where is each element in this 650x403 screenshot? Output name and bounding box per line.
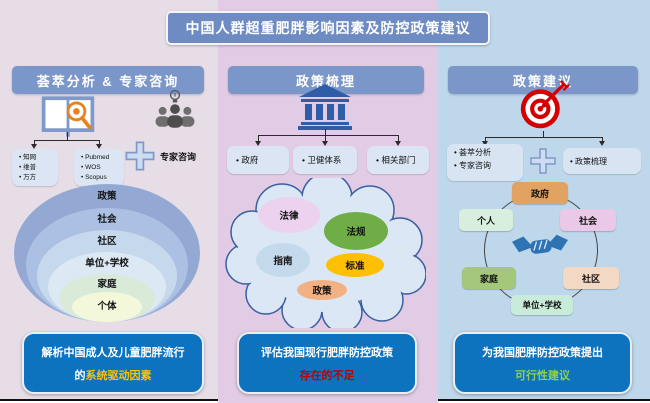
connector-line: [34, 140, 100, 141]
connector-line: [258, 135, 259, 141]
connector-line: [34, 140, 35, 144]
people-lightbulb-icon: [155, 89, 195, 128]
connector-line: [325, 129, 326, 136]
book-search-icon: [41, 96, 95, 137]
arrow-down-icon: [96, 144, 102, 149]
arrow-down-icon: [394, 141, 401, 146]
arrow-down-icon: [321, 141, 328, 146]
policy-source-health-system: 卫健体系: [293, 146, 357, 174]
connector-line: [325, 135, 326, 141]
conclusion-box-middle: 评估我国现行肥胖防控政策 存在的不足: [237, 332, 417, 394]
connector-line: [258, 135, 399, 136]
arrow-down-icon: [254, 141, 261, 146]
conclusion-box-left: 解析中国成人及儿童肥胖流行 的系统驱动因素: [22, 332, 204, 394]
list-item: 相关部门: [367, 154, 415, 166]
list-item: Scopus: [74, 173, 124, 183]
plus-icon: [530, 148, 556, 174]
cloud-item-policy: 政策: [297, 280, 347, 300]
policy-source-related-departments: 相关部门: [367, 146, 429, 174]
connector-line: [67, 132, 68, 141]
list-item: 万方: [12, 173, 58, 183]
plus-icon: [125, 141, 155, 171]
connector-line: [543, 131, 544, 138]
page-title: 中国人群超重肥胖影响因素及防控政策建议: [166, 11, 490, 45]
conclusion-line1: 评估我国现行肥胖防控政策: [261, 346, 393, 359]
input-box-policy-review: 政策梳理: [563, 148, 641, 174]
connector-line: [485, 137, 486, 142]
arrow-down-icon: [598, 141, 605, 146]
list-item: 政策梳理: [563, 156, 607, 167]
connector-line: [398, 135, 399, 141]
list-item: 卫健体系: [293, 154, 341, 166]
bank-icon: [298, 84, 352, 130]
conclusion-box-right: 为我国肥胖防控政策提出 可行性建议: [453, 332, 632, 394]
cloud-shape: [225, 178, 426, 328]
cloud-item-guidelines: 指南: [256, 243, 310, 277]
handshake-icon: [512, 234, 568, 254]
list-item: 政府: [227, 154, 258, 166]
section-header-meta-analysis: 荟萃分析 & 专家咨询: [12, 66, 204, 94]
conclusion-highlight: 可行性建议: [515, 369, 570, 382]
list-item: 知网: [12, 153, 58, 163]
list-item: 荟萃分析: [447, 147, 523, 160]
cycle-item-government: 政府: [512, 182, 568, 204]
conclusion-highlight: 存在的不足: [299, 369, 355, 382]
cycle-item-community: 社区: [563, 267, 619, 289]
international-database-list: Pubmed WOS Scopus: [74, 149, 124, 186]
ring-label: 个体: [97, 301, 117, 312]
cloud-item-regulations: 法规: [324, 212, 388, 250]
target-dart-icon: [520, 80, 570, 129]
list-item: 专家咨询: [447, 160, 523, 173]
arrow-down-icon: [481, 141, 488, 146]
conclusion-prefix: 的: [74, 369, 86, 382]
connector-line: [99, 140, 100, 144]
list-item: WOS: [74, 163, 124, 173]
ring-label: 社会: [97, 214, 117, 225]
chinese-database-list: 知网 维普 万方: [12, 149, 58, 186]
arrow-down-icon: [31, 144, 37, 149]
connector-line: [485, 137, 603, 138]
conclusion-highlight: 系统驱动因素: [85, 369, 152, 382]
ring-label: 家庭: [97, 279, 117, 290]
conclusion-line2: 的系统驱动因素: [75, 367, 152, 383]
ring-individual: [72, 292, 142, 322]
connector-line: [602, 137, 603, 142]
policy-source-government: 政府: [227, 146, 289, 174]
list-item: Pubmed: [74, 153, 124, 163]
input-box-meta-expert: 荟萃分析 专家咨询: [447, 144, 523, 181]
cycle-item-individual: 个人: [459, 209, 513, 231]
expert-consultation-label: 专家咨询: [159, 152, 196, 162]
ring-label: 政策: [97, 191, 117, 202]
cycle-item-workplace-school: 单位+学校: [511, 295, 573, 315]
ring-label: 单位+学校: [85, 258, 129, 269]
list-item: 维普: [12, 163, 58, 173]
ring-label: 社区: [97, 236, 117, 247]
cycle-item-society: 社会: [560, 209, 616, 231]
section-header-policy-recommendation: 政策建议: [448, 66, 638, 94]
cloud-item-standards: 标准: [326, 253, 384, 277]
conclusion-line1: 解析中国成人及儿童肥胖流行: [41, 346, 185, 359]
cycle-item-family: 家庭: [462, 267, 516, 289]
cloud-item-law: 法律: [258, 197, 320, 233]
conclusion-line1: 为我国肥胖防控政策提出: [482, 346, 603, 359]
